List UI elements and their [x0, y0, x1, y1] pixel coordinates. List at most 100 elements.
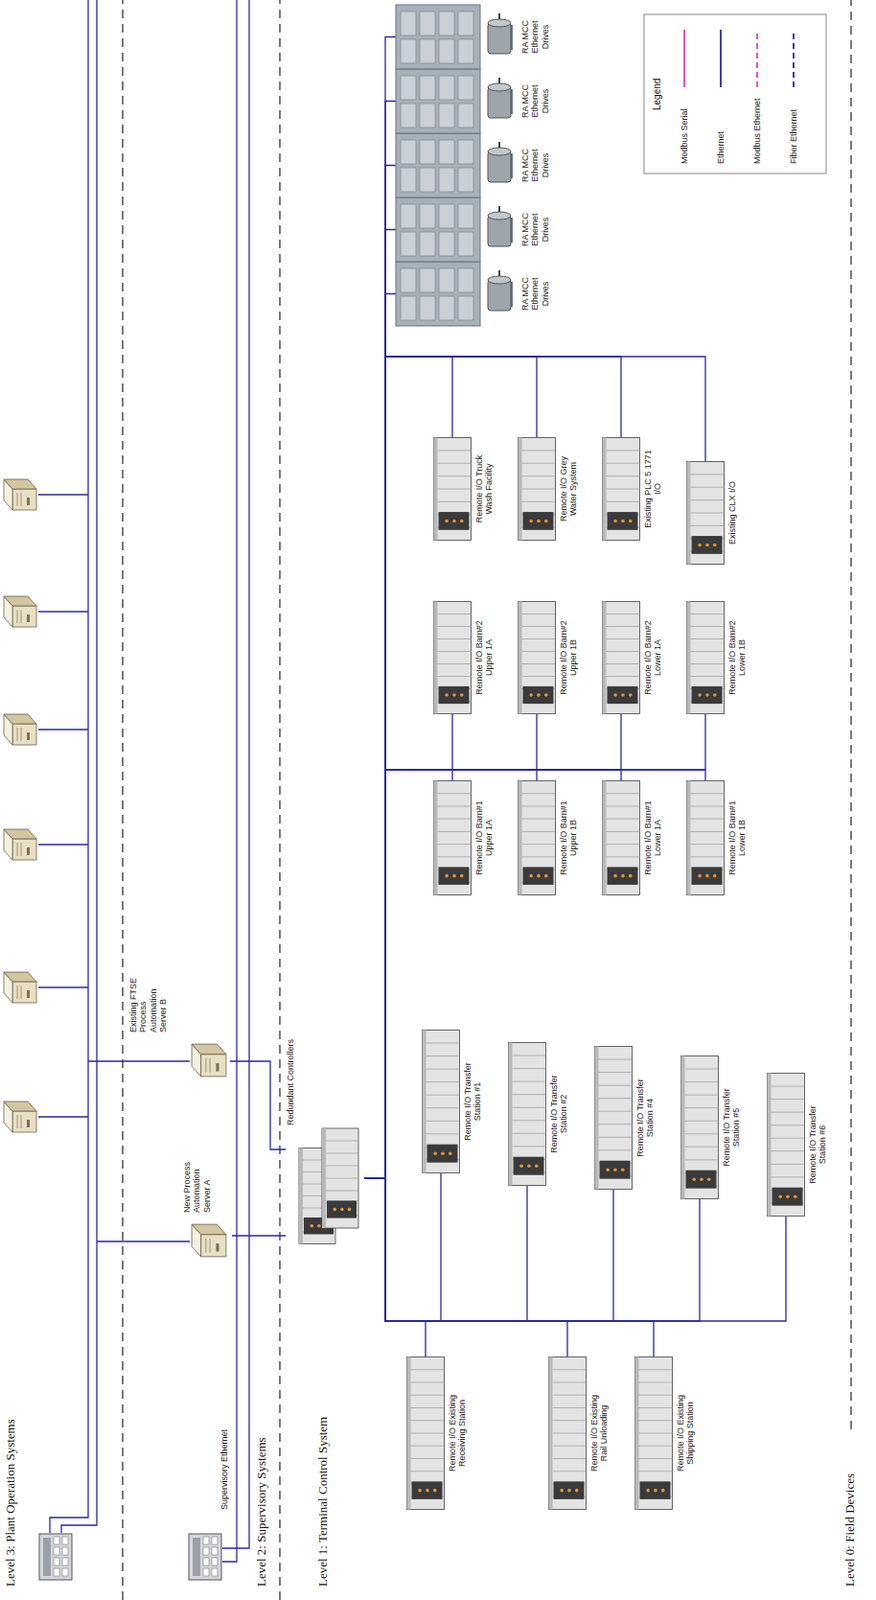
rack-processor [523, 686, 554, 704]
rack-led [519, 1163, 524, 1168]
remote-io-node: Remote I/O Existing Rail Unloading [548, 1356, 610, 1510]
rack-led [536, 874, 541, 878]
rack-chassis [518, 781, 556, 896]
rack-slot [512, 1055, 547, 1057]
rack-drawing [517, 780, 556, 896]
rack-led [425, 1488, 430, 1493]
rack-slot [685, 1132, 719, 1134]
rack-slot [691, 613, 725, 615]
mcc-bucket [438, 75, 455, 100]
mcc-drawing [395, 261, 517, 326]
rack-led [460, 874, 464, 878]
rack-rail [518, 438, 523, 541]
rack-led [527, 1163, 531, 1168]
rack-rail [434, 781, 438, 896]
rack-slot [522, 650, 556, 652]
rack-slot [512, 1093, 547, 1095]
mcc-drawing [395, 69, 517, 134]
level-label: Level 0: Field Devices [843, 1471, 858, 1589]
node-label: Existing FTSE Process Automation Server … [128, 961, 168, 1033]
motor-body [487, 23, 511, 54]
rack-led [621, 1167, 625, 1172]
node-label: Remote I/O Truck Wash Facility [474, 448, 495, 530]
rack-led [713, 543, 717, 548]
node-label: Remote I/O Barn#1 Lower 1A [643, 797, 664, 878]
rack-slot [522, 488, 556, 490]
rack-chassis [687, 461, 725, 565]
rack-processor [607, 511, 639, 531]
rack-slot [426, 1120, 461, 1122]
mcc-bucket [419, 268, 436, 293]
rack-slot [512, 1145, 547, 1147]
rack-rail [407, 1357, 412, 1510]
rack-slot [325, 1140, 359, 1142]
node-label: Redundant Controllers [285, 1019, 296, 1126]
remote-io-node: Remote I/O Truck Wash Facility [433, 437, 495, 541]
node-label: Remote I/O Transfer Station #6 [807, 1104, 829, 1185]
rack-processor [438, 686, 470, 704]
controller-node: Redundant Controllers [285, 1019, 365, 1245]
rack-processor [772, 1187, 804, 1206]
rack-slot [606, 462, 641, 464]
workstation-icon [3, 479, 37, 1132]
motor-end [487, 19, 511, 27]
rack-slot [685, 1081, 719, 1083]
rack-led [433, 1151, 438, 1155]
rack-slot [553, 1368, 587, 1370]
node-label: Remote I/O Barn#2 Lower 1A [643, 617, 664, 698]
rack-led [621, 692, 625, 697]
ethernet-link [364, 165, 396, 1179]
server-drawing [128, 1037, 231, 1083]
node-label: Remote I/O Barn#2 Upper 1B [558, 617, 579, 698]
rack-led [317, 1223, 322, 1228]
mcc-bucket [400, 103, 416, 128]
ethernet-link [364, 37, 396, 1179]
rack-led [707, 1176, 712, 1181]
rack-chassis [602, 601, 641, 715]
mcc-drawing [395, 197, 517, 262]
rack-chassis [434, 438, 472, 541]
motor-body [487, 279, 511, 311]
ethernet-bus [96, 1240, 190, 1242]
rack-drawing [634, 1356, 673, 1510]
rack-rail [322, 1128, 326, 1228]
rack-slot [599, 1084, 633, 1086]
node-label: New Process Automation Server A [182, 1151, 212, 1213]
motor-body [487, 151, 511, 183]
workstation-icon [3, 1101, 37, 1132]
ethernet-link [364, 1177, 426, 1357]
mcc-bucket [419, 139, 436, 164]
rack-slot [639, 1432, 673, 1434]
rack-slot [522, 855, 556, 857]
rack-led [699, 1176, 704, 1181]
rack-led [310, 1223, 315, 1228]
rack-led [605, 1167, 610, 1172]
remote-io-node: Remote I/O Barn#1 Upper 1B [517, 780, 579, 896]
rack-slot [512, 1132, 547, 1134]
rack-slot [522, 675, 556, 677]
rack-rail [687, 461, 692, 565]
rack-slot [522, 663, 556, 665]
rack-slot [599, 1071, 633, 1073]
rack-slot [599, 1149, 633, 1151]
rack-slot [426, 1081, 461, 1083]
rack-slot [685, 1094, 719, 1096]
ethernet-bus [38, 1115, 89, 1117]
rack-slot [438, 625, 472, 627]
ethernet-bus [38, 728, 89, 730]
rack-rail [508, 1042, 513, 1186]
rack-slot [606, 805, 641, 807]
network-switch [39, 1533, 72, 1580]
rack-slot [685, 1106, 719, 1108]
legend-entry: Ethernet [714, 27, 727, 164]
mcc-bucket [438, 296, 455, 321]
rack-led [444, 692, 449, 697]
rack-slot [691, 499, 725, 501]
ethernet-link [364, 356, 622, 1178]
rack-slot [438, 462, 472, 464]
rack-rail [635, 1357, 640, 1510]
legend-text: Fiber Ethernet [788, 89, 799, 164]
rack-slot [325, 1190, 359, 1192]
rack-chassis [434, 781, 472, 896]
mcc-bucket [419, 11, 436, 36]
